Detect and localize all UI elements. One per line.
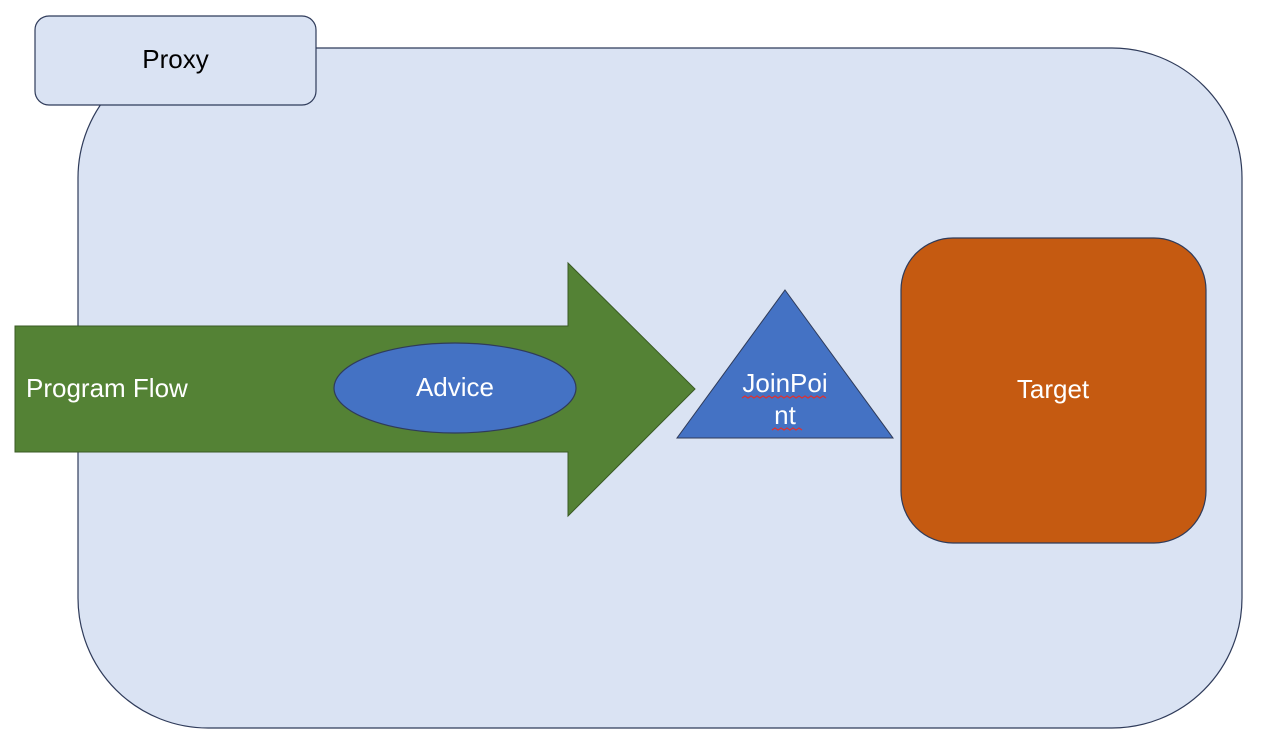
target-box [900,237,1207,544]
proxy-label: Proxy [142,44,208,74]
target-label: Target [1017,374,1090,404]
join-point-label-line2: nt [774,400,796,430]
join-point-triangle [676,289,894,439]
proxy-label-box [34,15,317,106]
program-flow-label: Program Flow [26,373,188,403]
advice-label: Advice [416,372,494,402]
advice-ellipse [333,342,577,434]
spellcheck-underline-1 [741,395,827,399]
join-point-label-line1: JoinPoi [742,368,827,398]
spellcheck-underline-2 [771,427,803,431]
